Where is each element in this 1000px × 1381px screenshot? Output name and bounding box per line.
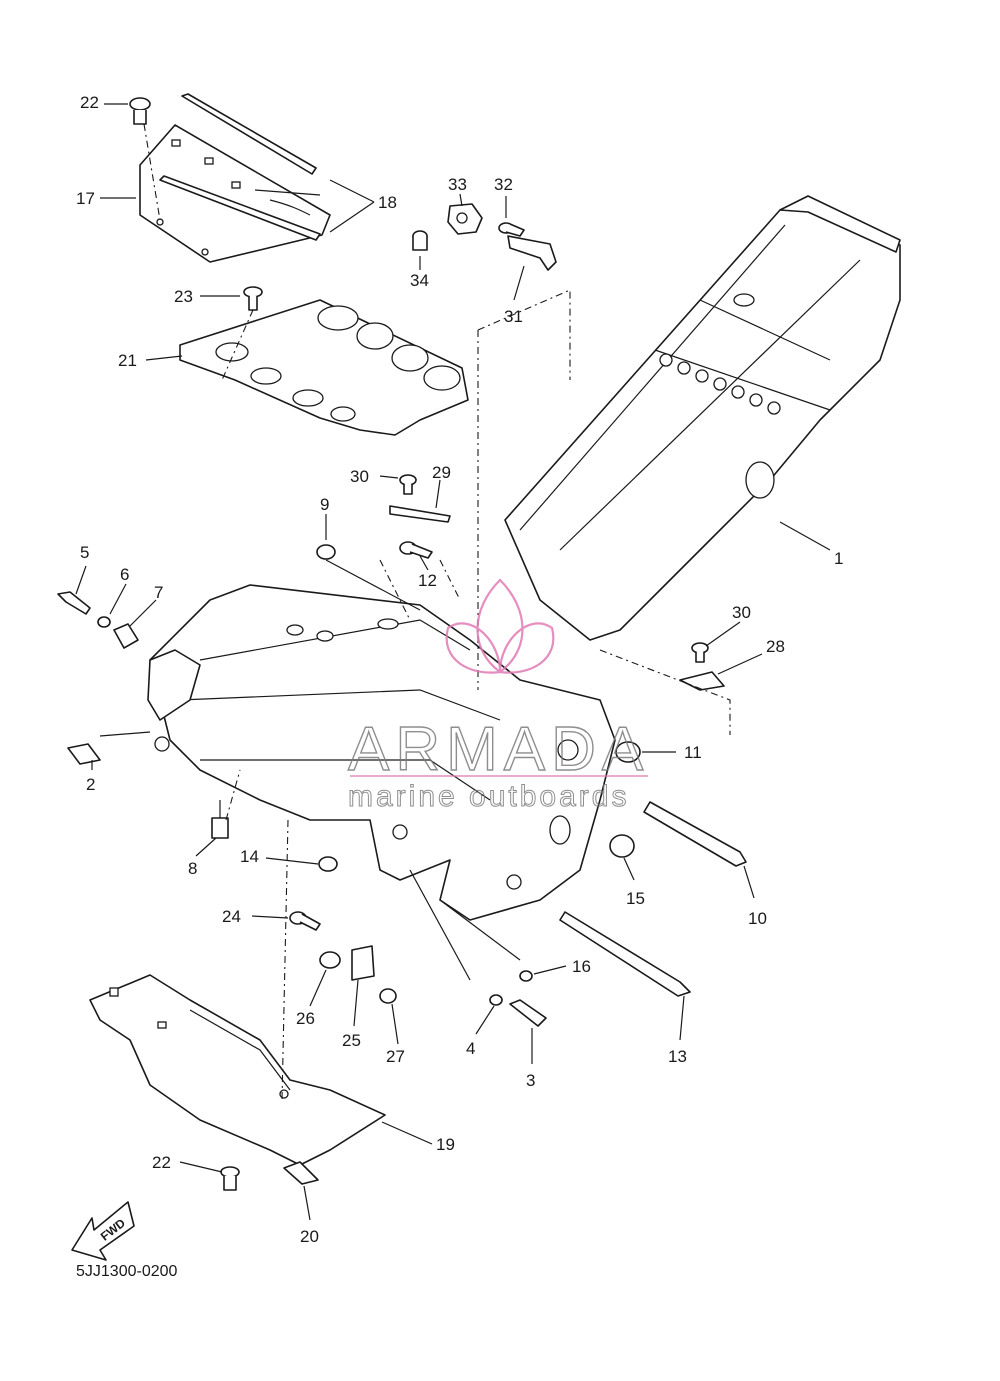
part-25-bracket — [351, 945, 375, 981]
part-13-long-bolt — [559, 911, 691, 997]
watermark-logo-icon — [445, 578, 555, 674]
callout-31: 31 — [504, 307, 523, 326]
part-9-collar — [316, 544, 336, 560]
part-28-bracket — [679, 671, 725, 691]
callout-1: 1 — [834, 549, 843, 568]
part-31-stay — [507, 235, 557, 271]
callout-25: 25 — [342, 1031, 361, 1050]
part-3-bolt — [509, 999, 547, 1027]
part-6-washer — [97, 616, 111, 628]
part-23-screw — [243, 286, 263, 311]
callout-27: 27 — [386, 1047, 405, 1066]
callout-17: 17 — [76, 189, 95, 208]
part-15-cap — [609, 834, 635, 858]
fwd-arrow-icon: FWD — [71, 1201, 135, 1261]
part-11-collar — [615, 741, 641, 763]
part-4-washer — [489, 994, 503, 1006]
callout-10: 10 — [748, 909, 767, 928]
part-12-bolt — [399, 541, 433, 559]
callout-34: 34 — [410, 271, 429, 290]
callout-21: 21 — [118, 351, 137, 370]
part-19-lower-guard — [89, 974, 386, 1166]
callout-20: 20 — [300, 1227, 319, 1246]
part-1-main-frame-front — [147, 584, 616, 921]
callout-3: 3 — [526, 1071, 535, 1090]
part-26-collar — [319, 951, 341, 969]
callout-22: 22 — [80, 93, 99, 112]
watermark: ARMADA marine outboards — [347, 578, 649, 814]
part-21-middle-plate — [179, 299, 469, 436]
part-30-bolt-right — [691, 642, 709, 663]
callout-30: 30 — [350, 467, 369, 486]
callout-22-bottom: 22 — [152, 1153, 171, 1172]
part-16-nut — [519, 970, 533, 982]
callout-2: 2 — [86, 775, 95, 794]
part-34-collar — [412, 230, 428, 251]
callout-23: 23 — [174, 287, 193, 306]
part-10-long-bolt — [643, 801, 747, 867]
callout-30-right: 30 — [732, 603, 751, 622]
leader-lines — [75, 103, 831, 1221]
callout-26: 26 — [296, 1009, 315, 1028]
callout-15: 15 — [626, 889, 645, 908]
part-18-rubber-strips — [159, 93, 321, 241]
callout-18: 18 — [378, 193, 397, 212]
part-1-main-frame-rear — [504, 195, 901, 641]
callout-5: 5 — [80, 543, 89, 562]
part-22-grommet-bottom — [220, 1166, 240, 1191]
callout-4: 4 — [466, 1039, 475, 1058]
callout-19: 19 — [436, 1135, 455, 1154]
diagram-code: 5JJ1300-0200 — [76, 1263, 178, 1280]
callout-11: 11 — [684, 743, 702, 762]
part-32-bolt — [498, 222, 525, 237]
part-17-cover-plate — [139, 124, 331, 263]
watermark-tagline: marine outboards — [348, 780, 629, 813]
callout-16: 16 — [572, 957, 591, 976]
callout-9: 9 — [320, 495, 329, 514]
part-5-bolt — [57, 591, 91, 615]
watermark-brand: ARMADA — [348, 715, 649, 784]
part-33-bracket — [447, 203, 483, 235]
callout-32: 32 — [494, 175, 513, 194]
callout-12: 12 — [418, 571, 437, 590]
callout-13: 13 — [668, 1047, 687, 1066]
callout-14: 14 — [240, 847, 259, 866]
callout-28: 28 — [766, 637, 785, 656]
part-8-bolt — [211, 800, 229, 839]
part-22-grommet-top — [129, 97, 151, 125]
callout-labels: 22 17 18 23 21 33 32 34 31 30 29 9 12 1 … — [76, 93, 843, 1246]
part-14-collar — [318, 856, 338, 872]
part-7-collar — [113, 623, 139, 649]
callout-33: 33 — [448, 175, 467, 194]
callout-8: 8 — [188, 859, 197, 878]
callout-6: 6 — [120, 565, 129, 584]
part-27-collar — [379, 988, 397, 1004]
part-29-bracket — [389, 505, 451, 523]
callout-29: 29 — [432, 463, 451, 482]
part-2-damper — [67, 743, 101, 765]
part-20-damper — [283, 1161, 319, 1185]
part-24-bolt — [289, 911, 321, 931]
callout-7: 7 — [154, 583, 163, 602]
callout-24: 24 — [222, 907, 241, 926]
part-30-bolt-upper — [399, 474, 417, 495]
